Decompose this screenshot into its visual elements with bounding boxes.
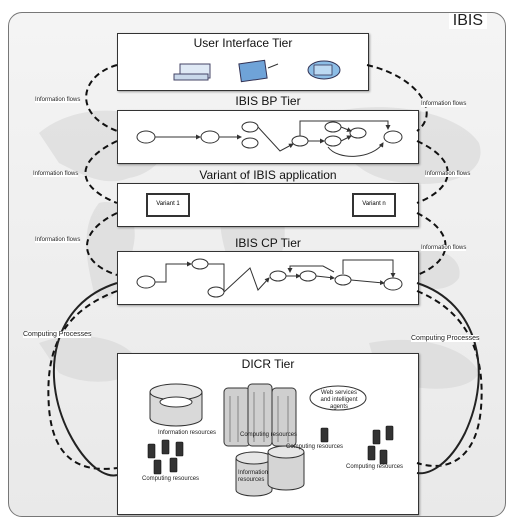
info-resources-cylinder-icon [235,445,305,497]
ibis-frame: IBIS User Interface Tier IBIS BP Tier [8,12,506,517]
cp-process-flow [136,258,403,298]
ibis-label: IBIS [448,13,487,29]
computing-processes-label-left: Computing Processes [23,331,92,338]
info-resources-label-left: Information resources [158,430,217,436]
variant-tier: Variant of IBIS application Variant 1 Va… [117,168,419,227]
bp-process-flow [136,120,403,157]
variant-1-box: Variant 1 [146,193,190,217]
user-interface-tier-title: User Interface Tier [193,36,293,50]
computing-tower-icons [147,425,394,475]
ibis-bp-tier: IBIS BP Tier [117,94,419,164]
database-cylinder-icon [149,383,203,427]
tablet-icon [238,59,279,83]
info-flows-label-r1: Information flows [421,101,467,107]
computing-resources-label-right: Computing resources [286,444,344,450]
info-resources-label-bottom: Information resources [238,470,269,483]
device-icons [173,59,341,83]
computing-resources-label-left: Computing resources [142,476,200,482]
info-flows-label-l2: Information flows [33,171,79,177]
info-flows-label-r2: Information flows [425,171,471,177]
flow-connectors [47,64,483,477]
ibis-cp-tier-title: IBIS CP Tier [235,236,301,250]
computing-resources-label-center: Computing resources [240,432,298,438]
web-services-ellipse [309,385,367,411]
mobile-device-icon [307,60,341,80]
dicr-tier-title: DICR Tier [241,357,295,371]
ibis-cp-tier: IBIS CP Tier [117,236,419,305]
computing-processes-label-right: Computing Processes [411,335,480,342]
info-flows-label-l3: Information flows [35,237,81,243]
computing-resources-label-bottom-right: Computing resources [346,464,404,470]
info-flows-label-r3: Information flows [421,245,467,251]
user-interface-tier: User Interface Tier [117,33,369,91]
dicr-resources [147,383,394,497]
web-services-label: Web services and intelligent agents [320,390,358,410]
dicr-tier: DICR Tier [117,353,419,515]
laptop-icon [173,63,211,81]
variant-tier-title: Variant of IBIS application [199,168,337,182]
info-flows-label-l1: Information flows [35,97,81,103]
ibis-bp-tier-title: IBIS BP Tier [235,94,301,108]
variant-n-box: Variant n [352,193,396,217]
